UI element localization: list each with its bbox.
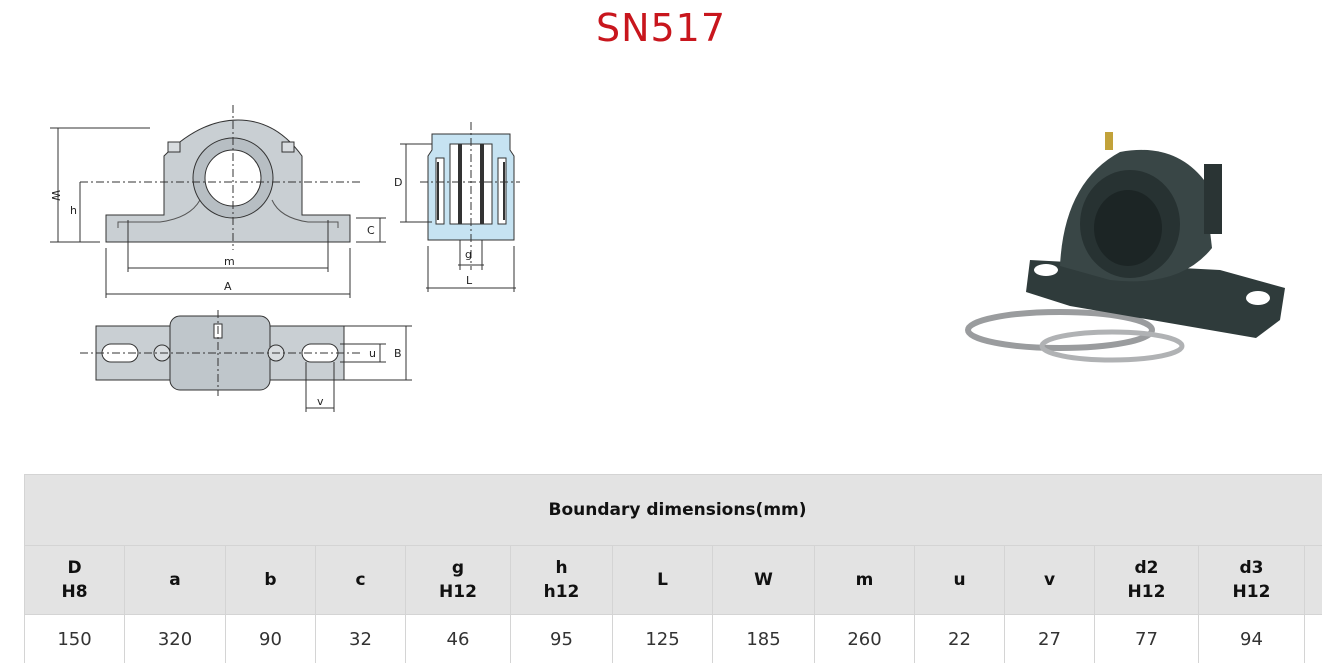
table-row: 150 320 90 32 46 95 125 185 260 22 27 77…: [24, 614, 1322, 663]
header-cell: b: [225, 545, 316, 615]
label-g: g: [465, 248, 472, 261]
header-cell: c: [315, 545, 406, 615]
value-cell: 150: [24, 614, 125, 663]
value-cell: 260: [814, 614, 915, 663]
value-cell: 27: [1004, 614, 1095, 663]
value-cell: 90: [225, 614, 316, 663]
label-u: u: [369, 347, 376, 360]
label-B: B: [394, 347, 402, 360]
value-cell: 46: [405, 614, 511, 663]
page-title: SN517: [595, 6, 727, 50]
value-cell: 125: [612, 614, 713, 663]
value-cell: 185: [712, 614, 815, 663]
label-h: h: [70, 204, 77, 217]
label-v: v: [317, 395, 324, 408]
technical-drawing: W h m A C D g L u B v: [49, 105, 520, 412]
label-m: m: [224, 255, 235, 268]
header-cell: [1303, 545, 1322, 615]
value-cell: 95: [510, 614, 613, 663]
header-cell: a: [124, 545, 226, 615]
header-cell: L: [612, 545, 713, 615]
product-photo: [965, 132, 1285, 363]
header-cell: W: [712, 545, 815, 615]
label-L: L: [466, 274, 473, 287]
label-D: D: [394, 176, 402, 189]
value-cell: 32: [315, 614, 406, 663]
value-cell: 22: [914, 614, 1005, 663]
value-cell: [1303, 614, 1322, 663]
header-cell: v: [1004, 545, 1095, 615]
value-cell: 320: [124, 614, 226, 663]
label-W: W: [49, 190, 62, 201]
label-A: A: [224, 280, 232, 293]
label-C: C: [367, 224, 375, 237]
table-caption: Boundary dimensions(mm): [24, 474, 1322, 546]
value-cell: 77: [1094, 614, 1199, 663]
header-cell: m: [814, 545, 915, 615]
header-cell: u: [914, 545, 1005, 615]
value-cell: 94: [1198, 614, 1305, 663]
